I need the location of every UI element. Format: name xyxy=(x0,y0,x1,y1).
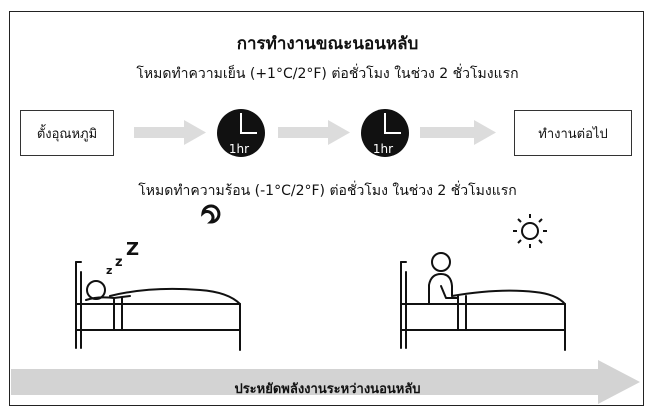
svg-text:z: z xyxy=(106,264,112,277)
svg-text:Z: Z xyxy=(126,239,139,260)
clock-label: 1hr xyxy=(229,142,249,156)
clock-label: 1hr xyxy=(373,142,393,156)
energy-saving-label: ประหยัดพลังงานระหว่างนอนหลับ xyxy=(234,382,421,397)
sun-icon xyxy=(513,214,547,248)
moon-icon xyxy=(201,204,221,224)
cooling-mode-text: โหมดทำความเย็น (+1°C/2°F) ต่อชั่วโมง ในช… xyxy=(136,66,519,82)
flow-arrow-1 xyxy=(134,120,206,145)
flow-arrow-2 xyxy=(278,120,350,145)
svg-text:z: z xyxy=(115,255,123,270)
flow-arrow-3 xyxy=(420,120,496,145)
heating-mode-text: โหมดทำความร้อน (-1°C/2°F) ต่อชั่วโมง ในช… xyxy=(138,183,517,199)
energy-saving-arrow xyxy=(11,360,640,404)
diagram-frame xyxy=(9,11,644,406)
awake-person-in-bed xyxy=(400,252,566,351)
sleeping-person-in-bed xyxy=(75,261,241,351)
clock-icon: 1hr xyxy=(217,109,265,157)
set-temperature-label: ตั้งอุณหภูมิ xyxy=(36,126,98,142)
set-temperature-box: ตั้งอุณหภูมิ xyxy=(20,110,114,156)
zzz-icon: z z Z xyxy=(106,239,139,277)
continue-operation-box: ทำงานต่อไป xyxy=(514,110,632,156)
continue-operation-label: ทำงานต่อไป xyxy=(538,126,608,142)
clock-icon: 1hr xyxy=(361,109,409,157)
diagram-title: การทำงานขณะนอนหลับ xyxy=(236,34,419,54)
